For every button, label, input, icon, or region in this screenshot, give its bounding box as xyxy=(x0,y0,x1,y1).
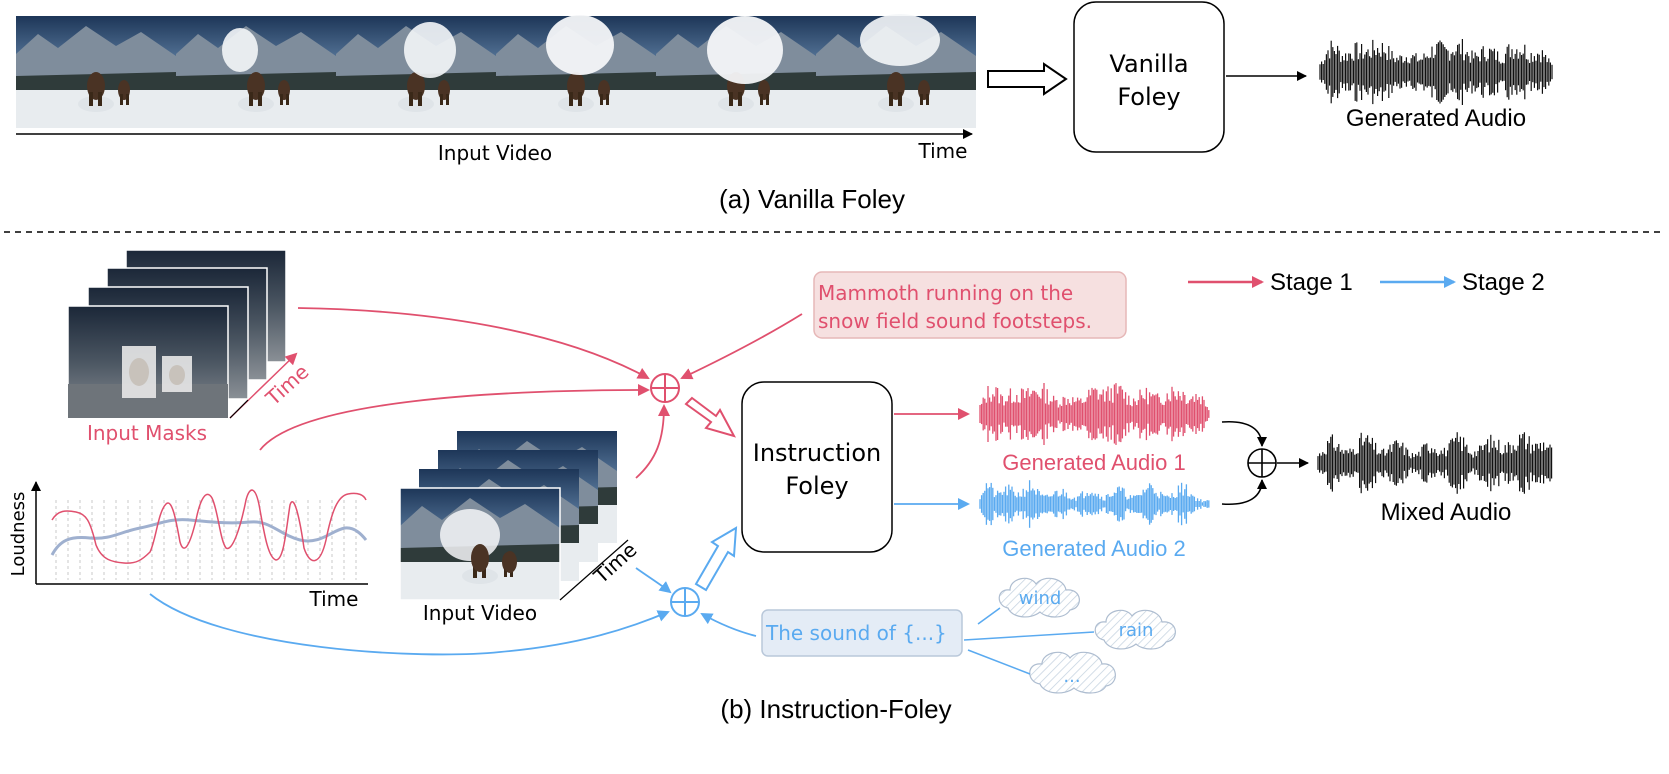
time-label: Time xyxy=(918,139,968,163)
loudness-x-label: Time xyxy=(309,587,359,611)
vanilla-foley-line2: Foley xyxy=(1117,83,1180,111)
cloud-more-label: ... xyxy=(1063,666,1080,687)
prompt-stage2-box xyxy=(761,609,963,657)
caption-b: (b) Instruction-Foley xyxy=(720,694,951,724)
mixed-audio-waveform xyxy=(1317,432,1553,494)
sum2-to-model-hollow-arrow xyxy=(694,526,738,592)
loudness-to-sum1-arrow xyxy=(259,384,650,451)
generated-audio-label: Generated Audio xyxy=(1346,105,1526,132)
prompt2-to-rain-line xyxy=(963,631,1095,641)
input-video-stack xyxy=(399,431,629,601)
audio2-to-mix-arrow xyxy=(1221,479,1267,505)
video-to-sum2-arrow xyxy=(635,567,672,594)
generated-audio-1-waveform xyxy=(979,383,1210,445)
generated-audio-2-label: Generated Audio 2 xyxy=(1002,536,1185,561)
cloud-more: ... xyxy=(1029,651,1116,694)
video-to-sum1-arrow xyxy=(635,404,670,479)
cloud-wind-label: wind xyxy=(1019,588,1062,609)
hollow-arrow xyxy=(987,62,1068,96)
mixed-audio-label: Mixed Audio xyxy=(1381,499,1512,526)
input-masks-label: Input Masks xyxy=(87,421,207,445)
audio1-to-mix-arrow xyxy=(1221,421,1267,447)
loudness-plot xyxy=(31,481,368,585)
vanilla-foley-box xyxy=(1073,1,1225,153)
vanilla-foley-line1: Vanilla xyxy=(1109,50,1188,78)
generated-audio-1-label: Generated Audio 1 xyxy=(1002,450,1185,475)
stage2-sum-node xyxy=(670,587,700,617)
instruction-foley-box xyxy=(741,381,893,553)
prompt2-to-more-line xyxy=(967,649,1031,675)
legend: Stage 1 Stage 2 xyxy=(1188,269,1545,296)
masks-to-sum1-arrow xyxy=(297,307,650,379)
cloud-rain-label: rain xyxy=(1119,620,1154,641)
loudness-gridlines xyxy=(55,500,357,580)
input-video-label: Input Video xyxy=(438,141,552,165)
cloud-rain: rain xyxy=(1094,609,1176,650)
prompt2-to-wind-line xyxy=(977,607,1001,625)
cloud-wind: wind xyxy=(998,577,1080,618)
legend-stage1-label: Stage 1 xyxy=(1270,269,1353,296)
loudness-curve-stage1 xyxy=(51,489,367,564)
prompt-stage1-box xyxy=(813,271,1127,339)
prompt-stage2-text: The sound of {...} xyxy=(765,621,947,645)
masks-time-label: Time xyxy=(260,360,313,411)
input-masks-stack xyxy=(67,249,298,419)
generated-audio-waveform xyxy=(1319,39,1553,105)
instruction-foley-line1: Instruction xyxy=(753,439,881,467)
loudness-y-label: Loudness xyxy=(8,492,29,577)
input-video-frames xyxy=(16,14,976,128)
sum1-to-model-hollow-arrow xyxy=(684,396,737,438)
caption-a: (a) Vanilla Foley xyxy=(719,184,905,214)
instruction-foley-line2: Foley xyxy=(785,472,848,500)
prompt1-to-sum1-arrow xyxy=(680,313,803,380)
loudness-to-sum2-arrow xyxy=(149,593,670,656)
mix-sum-node xyxy=(1247,448,1277,478)
prompt-stage1-line2: snow field sound footsteps. xyxy=(818,309,1092,333)
prompt2-to-sum2-arrow xyxy=(700,613,757,637)
generated-audio-2-waveform xyxy=(979,480,1210,528)
part-b: Stage 1 Stage 2 Time Input Masks xyxy=(8,249,1553,724)
part-a: Input Video Time Vanilla Foley Generated… xyxy=(16,1,1553,214)
stage1-sum-node xyxy=(650,373,680,403)
input-video-b-label: Input Video xyxy=(423,601,537,625)
legend-stage2-label: Stage 2 xyxy=(1462,269,1545,296)
prompt-stage1-line1: Mammoth running on the xyxy=(818,281,1073,305)
